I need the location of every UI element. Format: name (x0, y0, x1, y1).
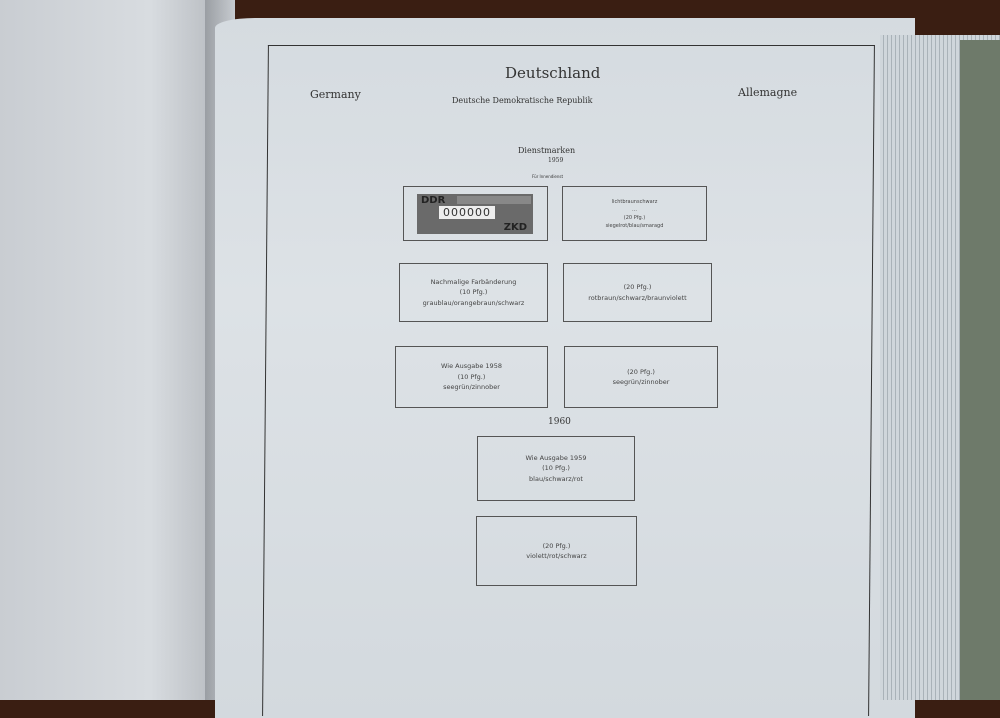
box-line: … (632, 206, 637, 213)
box-line: (20 Pfg.) (623, 283, 652, 292)
stamp-slot-5: Wie Ausgabe 1958 (10 Pfg.) seegrün/zinno… (395, 346, 548, 408)
box-line: (20 Pfg.) (542, 541, 571, 550)
page-subtitle: Deutsche Demokratische Republik (452, 96, 593, 105)
box-line: graublau/orangebraun/schwarz (422, 298, 525, 307)
stamp-band (457, 196, 531, 204)
label-allemagne: Allemagne (738, 86, 798, 99)
box-line: lichtbraunschwarz (611, 198, 658, 205)
left-page (0, 0, 215, 700)
year-1960: 1960 (548, 417, 571, 427)
section-year: 1959 (548, 157, 564, 164)
album-cover (960, 40, 1000, 700)
box-line: seegrün/zinnober (612, 378, 670, 386)
stamp-slot-6: (20 Pfg.) seegrün/zinnober (564, 346, 718, 408)
box-line: blau/schwarz/rot (529, 474, 583, 483)
box-line: Nachmalige Farbänderung (430, 277, 517, 286)
label-germany: Germany (310, 88, 361, 101)
box-line: siegelrot/blau/smaragd (605, 222, 664, 229)
box-line: Wie Ausgabe 1959 (525, 453, 587, 462)
album-page (215, 18, 915, 718)
stamp-slot-4: (20 Pfg.) rotbraun/schwarz/braunviolett (563, 263, 712, 322)
stamp-slot-7: Wie Ausgabe 1959 (10 Pfg.) blau/schwarz/… (477, 436, 635, 501)
box-line: violett/rot/schwarz (526, 552, 587, 560)
stamp-slot-2: lichtbraunschwarz … (20 Pfg.) siegelrot/… (562, 186, 707, 241)
section-title: Dienstmarken (518, 146, 576, 155)
stamp-slot-3: Nachmalige Farbänderung (10 Pfg.) graubl… (399, 263, 548, 322)
box-line: (20 Pfg.) (627, 367, 655, 376)
stamp-number: 000000 (439, 206, 495, 219)
stamp-slot-8: (20 Pfg.) violett/rot/schwarz (476, 516, 637, 586)
stamp-ddr: DDR (421, 195, 446, 206)
box-line: rotbraun/schwarz/braunviolett (588, 293, 687, 302)
stamp-image: DDR 000000 ZKD (417, 194, 533, 234)
box-line: seegrün/zinnober (443, 383, 500, 392)
stamp-slot-1 (403, 186, 548, 241)
box-line: (20 Pfg.) (623, 214, 646, 221)
box-line: (10 Pfg.) (457, 372, 486, 381)
box-line: (10 Pfg.) (459, 288, 488, 297)
box-line: (10 Pfg.) (542, 464, 570, 473)
stamp-zkd: ZKD (503, 222, 527, 233)
page-title: Deutschland (505, 64, 601, 82)
section-note: Für Innendienst (532, 174, 564, 179)
box-line: Wie Ausgabe 1958 (441, 362, 502, 371)
